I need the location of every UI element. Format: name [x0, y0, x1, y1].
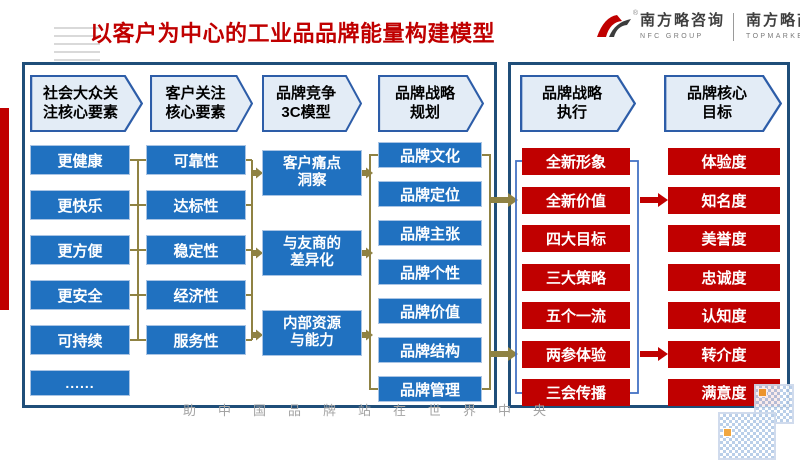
flow-item: 品牌定位	[378, 181, 482, 207]
flow-item-ellipsis: ......	[30, 370, 130, 396]
header-customer-factors: 客户关注核心要素	[150, 75, 253, 132]
flow-item: 两参体验	[522, 340, 630, 368]
column-customer-items: 可靠性 达标性 稳定性 经济性 服务性	[146, 145, 246, 355]
flow-item: 美誉度	[668, 225, 780, 252]
nfc-logo-icon: ®	[594, 10, 638, 44]
column-goal-items: 体验度 知名度 美誉度 忠诚度 认知度 转介度 满意度	[668, 148, 780, 406]
flow-item: 品牌结构	[378, 337, 482, 363]
flow-item: 四大目标	[522, 225, 630, 252]
brand-name-school: 南方略商学	[746, 12, 800, 30]
flow-item: 全新价值	[522, 186, 630, 214]
flow-item: 客户痛点 洞察	[262, 150, 362, 196]
header-social-factors: 社会大众关注核心要素	[30, 75, 143, 132]
flow-item: 稳定性	[146, 235, 246, 265]
flow-item: 三会传播	[522, 379, 630, 406]
flow-item: 品牌价值	[378, 298, 482, 324]
brand-sub-consulting: NFC GROUP	[640, 32, 704, 40]
flow-item: 可持续	[30, 325, 130, 355]
flow-item: 经济性	[146, 280, 246, 310]
flow-item: 全新形象	[522, 148, 630, 175]
flow-item: 忠诚度	[668, 263, 780, 291]
flow-item: 三大策略	[522, 263, 630, 291]
flow-item: 知名度	[668, 186, 780, 214]
registered-mark: ®	[632, 10, 638, 17]
flow-item: 品牌个性	[378, 259, 482, 285]
column-execution-items: 全新形象 全新价值 四大目标 三大策略 五个一流 两参体验 三会传播	[522, 148, 630, 406]
brand-sub-school: TOPMARKETING	[746, 32, 800, 40]
column-planning-items: 品牌文化 品牌定位 品牌主张 品牌个性 品牌价值 品牌结构 品牌管理	[378, 142, 482, 402]
flow-item: 与友商的 差异化	[262, 230, 362, 276]
flow-item: 达标性	[146, 190, 246, 220]
header-brand-strategy-planning: 品牌战略规划	[378, 75, 484, 132]
column-social-items: 更健康 更快乐 更方便 更安全 可持续 ......	[30, 145, 130, 396]
flow-item: 体验度	[668, 148, 780, 175]
header-strategy-execution: 品牌战略执行	[520, 75, 636, 132]
accent-bar	[0, 108, 9, 310]
flow-item: 更快乐	[30, 190, 130, 220]
flow-item: 更方便	[30, 235, 130, 265]
company-logo: ® 南方略咨询 NFC GROUP 南方略商学 TOPMARKETING	[594, 10, 800, 44]
connector-layer	[130, 154, 668, 394]
flow-item: 认知度	[668, 302, 780, 329]
qr-code	[718, 412, 776, 460]
column-3c-items: 客户痛点 洞察 与友商的 差异化 内部资源 与能力	[262, 150, 362, 356]
list-lines-icon	[54, 27, 100, 67]
flow-item: 品牌主张	[378, 220, 482, 246]
watermark-slogan: 助中国品牌站在世界中央	[183, 403, 569, 418]
flow-item: 品牌文化	[378, 142, 482, 168]
flow-item: 可靠性	[146, 145, 246, 175]
flow-item: 转介度	[668, 340, 780, 368]
flow-item: 内部资源 与能力	[262, 310, 362, 356]
flow-item: 更健康	[30, 145, 130, 175]
flow-item: 更安全	[30, 280, 130, 310]
flow-item: 品牌管理	[378, 376, 482, 402]
brand-name-consulting: 南方略咨询	[640, 12, 726, 30]
flow-item: 服务性	[146, 325, 246, 355]
header-brand-core-goals: 品牌核心目标	[664, 75, 782, 132]
page-title: 以客户为中心的工业品品牌能量构建模型	[90, 21, 496, 46]
logo-divider	[733, 13, 735, 41]
flow-item: 五个一流	[522, 302, 630, 329]
